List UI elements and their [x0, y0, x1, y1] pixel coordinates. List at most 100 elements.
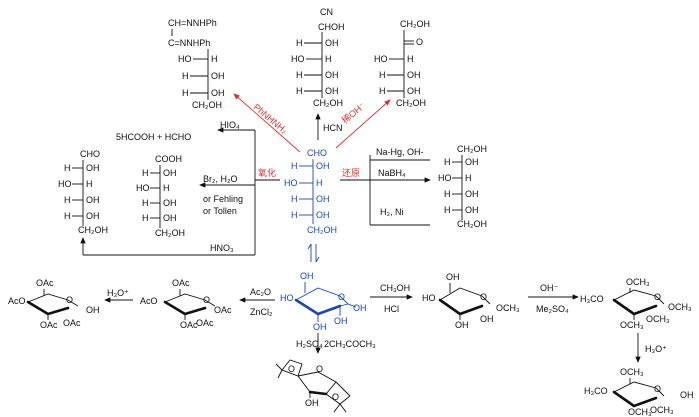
svg-text:C=NNHPh: C=NNHPh	[168, 38, 210, 48]
reagent-hno3: HNO₃	[210, 243, 234, 253]
svg-text:HO: HO	[178, 54, 192, 64]
svg-text:OH: OH	[316, 194, 330, 204]
reagent-hio4: HIO₄	[220, 120, 240, 130]
svg-text:H: H	[291, 210, 298, 220]
pentaacetate-ring: OAc O AcO OAc OAc OAc	[140, 278, 232, 330]
svg-text:OH: OH	[313, 322, 327, 332]
svg-text:OH: OH	[163, 168, 177, 178]
svg-text:H: H	[465, 173, 472, 183]
svg-text:OH: OH	[407, 86, 421, 96]
glucopyranose-ring: OH O HO OH OH OH	[280, 271, 367, 332]
svg-text:H: H	[142, 168, 149, 178]
svg-text:HO: HO	[136, 183, 150, 193]
periodate-products: 5HCOOH + HCHO	[116, 132, 191, 142]
reagent-or-tollen: or Tollen	[203, 206, 237, 216]
svg-text:OAc: OAc	[40, 320, 58, 330]
svg-text:O: O	[203, 295, 210, 305]
svg-text:OCH₃: OCH₃	[620, 367, 644, 377]
svg-text:OH: OH	[211, 71, 225, 81]
svg-text:H: H	[64, 195, 71, 205]
svg-text:OH: OH	[86, 211, 100, 221]
svg-text:O: O	[332, 392, 339, 402]
svg-text:HO: HO	[291, 54, 305, 64]
svg-text:OH: OH	[163, 198, 177, 208]
svg-text:OH: OH	[465, 189, 479, 199]
svg-text:OAc: OAc	[63, 318, 81, 328]
svg-text:OH: OH	[86, 305, 100, 315]
svg-text:OH: OH	[325, 86, 339, 96]
svg-text:OAc: OAc	[214, 305, 232, 315]
svg-text:H: H	[142, 213, 149, 223]
svg-text:CN: CN	[320, 7, 333, 17]
svg-text:OH: OH	[680, 390, 694, 400]
svg-text:OCH₃: OCH₃	[646, 314, 670, 324]
svg-text:H: H	[64, 211, 71, 221]
svg-text:OH: OH	[325, 38, 339, 48]
svg-text:OH: OH	[211, 88, 225, 98]
svg-text:OH: OH	[86, 163, 100, 173]
svg-text:CH₂OH: CH₂OH	[457, 219, 487, 229]
reagent-hcn: HCN	[323, 123, 343, 133]
diacetone-glucose: O O OH O	[275, 359, 351, 413]
reagent-acetone: 2CH₃COCH₃	[324, 339, 376, 349]
svg-text:OH: OH	[86, 195, 100, 205]
reagent-h2so4: H₂SO₄	[296, 339, 323, 349]
svg-text:CH=NNHPh: CH=NNHPh	[168, 18, 217, 28]
tetramethyl-glucose-ring: OCH₃ O H₃CO OCH₃ OCH₃ OH	[584, 367, 694, 417]
svg-text:OH: OH	[163, 213, 177, 223]
label-oxidation: 氧化	[258, 167, 276, 178]
svg-text:O: O	[654, 292, 661, 302]
reagent-phnhnh2: PhNHNH₂	[252, 102, 290, 136]
svg-text:CH₂OH: CH₂OH	[78, 225, 108, 235]
svg-text:OH: OH	[316, 210, 330, 220]
svg-text:CH₂OH: CH₂OH	[155, 228, 185, 238]
svg-text:H₃CO: H₃CO	[580, 294, 604, 304]
svg-text:OAc: OAc	[180, 320, 198, 330]
svg-text:OH: OH	[305, 398, 319, 408]
svg-text:H: H	[211, 54, 218, 64]
svg-text:HO: HO	[284, 178, 298, 188]
svg-text:OCH₃: OCH₃	[668, 302, 692, 312]
svg-text:H: H	[444, 205, 451, 215]
permethyl-glucoside-ring: OCH₃ O H₃CO OCH₃ OCH₃ OCH₃	[580, 277, 692, 330]
svg-text:H: H	[379, 86, 386, 96]
reagent-h3o-left: H₃O⁺	[107, 288, 129, 298]
svg-text:OAc: OAc	[172, 278, 190, 288]
svg-text:CHO: CHO	[307, 148, 327, 158]
reagent-or-fehling: or Fehling	[203, 194, 243, 204]
svg-text:CH₂OH: CH₂OH	[192, 100, 222, 110]
svg-text:HO: HO	[280, 293, 294, 303]
svg-text:CH₂OH: CH₂OH	[313, 98, 343, 108]
svg-text:CHOH: CHOH	[318, 22, 345, 32]
reagent-oh-minus: OH⁻	[540, 283, 559, 293]
svg-text:O: O	[316, 364, 323, 374]
svg-text:H: H	[316, 178, 323, 188]
label-reduction: 还原	[342, 167, 360, 178]
svg-text:O: O	[416, 37, 423, 47]
svg-text:COOH: COOH	[155, 154, 182, 164]
reagent-ch3oh: CH₃OH	[380, 283, 410, 293]
svg-text:H: H	[142, 198, 149, 208]
svg-text:O: O	[288, 364, 295, 374]
svg-text:OH: OH	[465, 157, 479, 167]
svg-text:CH₂OH: CH₂OH	[396, 98, 426, 108]
svg-text:AcO: AcO	[140, 296, 158, 306]
svg-text:OH: OH	[446, 272, 460, 282]
svg-text:H: H	[379, 70, 386, 80]
methyl-glucoside-ring: OH O HO OH OH OCH₃	[422, 272, 520, 330]
svg-text:O: O	[654, 384, 661, 394]
svg-text:H: H	[296, 86, 303, 96]
svg-text:H: H	[163, 183, 170, 193]
svg-text:HO: HO	[422, 293, 436, 303]
svg-text:OH: OH	[316, 161, 330, 171]
svg-text:OH: OH	[407, 70, 421, 80]
svg-text:CH₂OH: CH₂OH	[457, 144, 487, 154]
svg-text:H: H	[296, 38, 303, 48]
svg-text:OCH₃: OCH₃	[620, 320, 644, 330]
svg-text:H: H	[64, 163, 71, 173]
